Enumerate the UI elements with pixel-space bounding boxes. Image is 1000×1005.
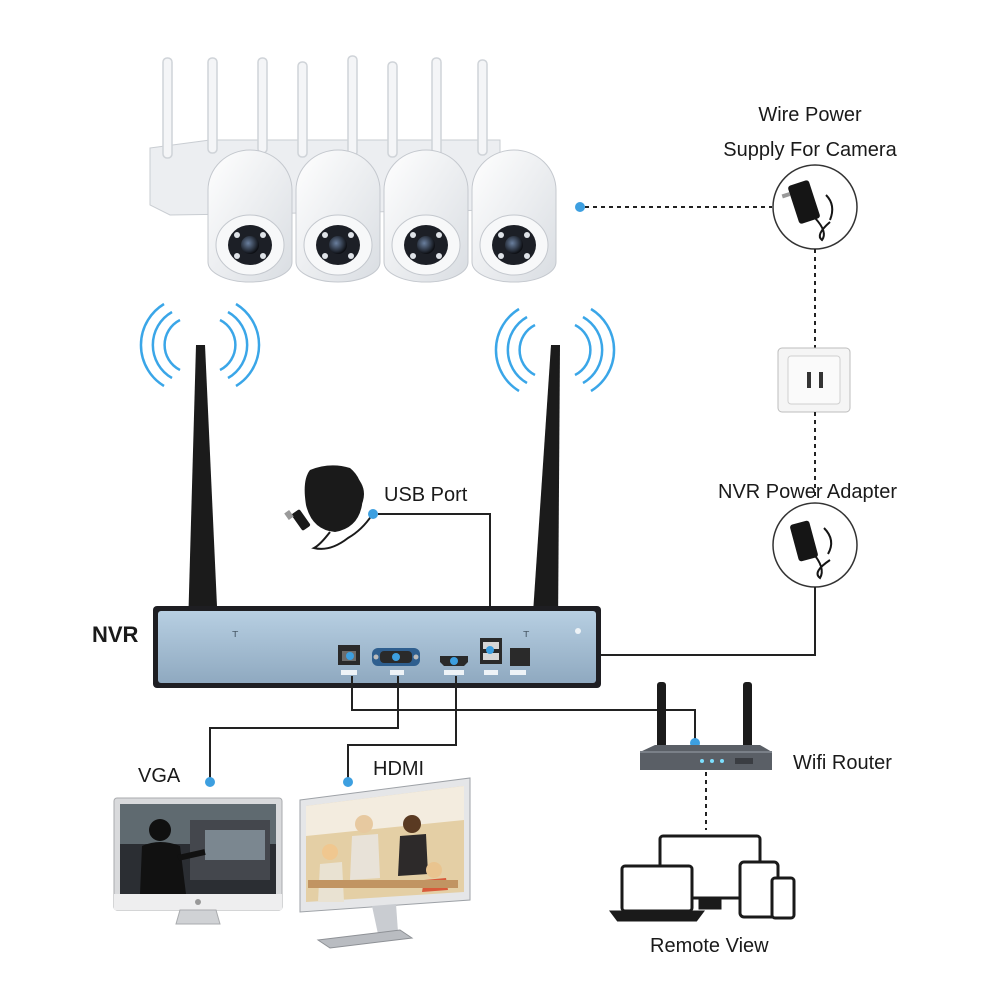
nvr-power-adapter — [772, 502, 858, 588]
camera-power-adapter — [772, 164, 858, 250]
hdmi-monitor — [299, 777, 471, 949]
vga-cable — [209, 676, 399, 778]
remote-phone-icon — [770, 876, 796, 920]
remote-view-label: Remote View — [650, 935, 769, 957]
lan-port — [338, 645, 360, 675]
camera-1 — [207, 149, 293, 283]
wifi-router-label: Wifi Router — [793, 752, 892, 774]
vga-label: VGA — [138, 765, 181, 787]
usb-port-connector-dot — [486, 646, 494, 654]
signal-waves-right — [494, 307, 616, 393]
signal-waves-left — [139, 302, 261, 388]
usb-port-label: USB Port — [384, 484, 468, 506]
camera-antennas — [162, 55, 488, 159]
nvr-power-cable — [520, 587, 816, 656]
remote-laptop-icon — [620, 864, 694, 913]
hdmi-cable — [347, 676, 457, 778]
camera-3 — [383, 149, 469, 283]
wall-outlet — [777, 347, 851, 413]
camera-2 — [295, 149, 381, 283]
camera-power-label: Wire Power — [720, 104, 900, 127]
svg-text:ᴛ: ᴛ — [232, 627, 239, 640]
lan-connector-dot — [346, 652, 354, 660]
lan-cable — [351, 676, 696, 742]
nvr-label: NVR — [92, 622, 139, 647]
camera-connector-dot — [575, 202, 585, 212]
vga-monitor — [113, 797, 283, 925]
nvr-antenna-left — [188, 345, 218, 640]
usb-mouse-dongle — [284, 465, 373, 550]
vga-connector-dot — [392, 653, 400, 661]
nvr-antenna-right — [532, 345, 560, 640]
camera-power-label-line1: Wire Power — [758, 104, 862, 126]
hdmi-label: HDMI — [373, 758, 425, 780]
remote-devices — [609, 834, 796, 922]
camera-group — [149, 55, 557, 283]
svg-text:ᴛ: ᴛ — [523, 627, 530, 640]
camera-power-label-line2: Supply For Camera — [723, 139, 897, 161]
nvr-power-adapter-label: NVR Power Adapter — [718, 481, 897, 503]
usb-cable — [378, 513, 491, 650]
camera-power-label-2: Supply For Camera — [712, 139, 908, 162]
usb-connector-dot — [368, 509, 378, 519]
hdmi-monitor-dot — [343, 777, 353, 787]
hdmi-connector-dot — [450, 657, 458, 665]
wifi-router — [640, 682, 772, 770]
nvr-box: ᴛ ᴛ — [153, 606, 601, 688]
power-port — [510, 648, 530, 675]
camera-4 — [471, 149, 557, 283]
vga-monitor-dot — [205, 777, 215, 787]
